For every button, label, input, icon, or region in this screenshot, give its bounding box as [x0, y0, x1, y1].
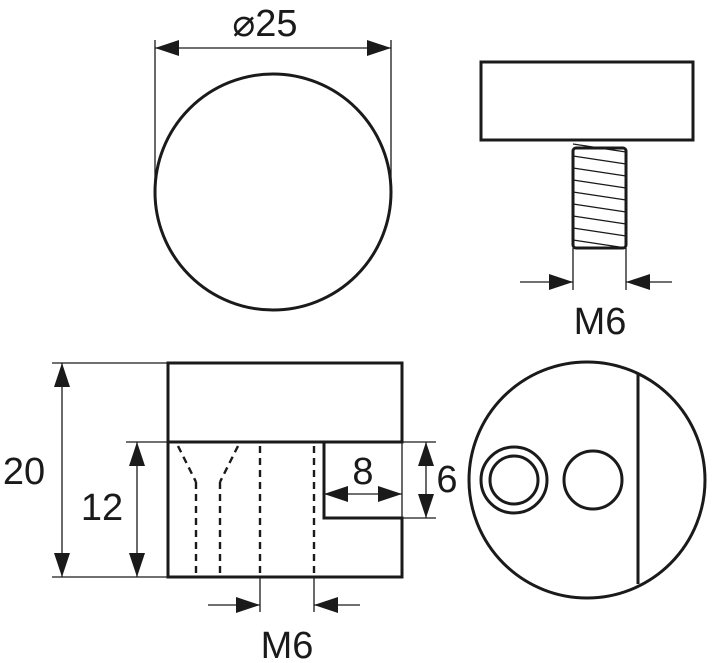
side-view: M6	[479, 60, 695, 343]
height20-label: 20	[3, 451, 45, 493]
height20-arrow-top	[54, 363, 70, 387]
thread-front-arrow-right	[314, 597, 338, 613]
height12-label: 12	[81, 487, 123, 529]
diameter-arrow-right	[367, 40, 391, 56]
thread-front-arrow-left	[236, 597, 260, 613]
bottom-view	[467, 360, 707, 600]
slot8-arrow-right	[378, 486, 402, 502]
diameter-arrow-left	[155, 40, 179, 56]
thread-lines	[572, 143, 627, 249]
countersunk-hole-outer	[479, 445, 549, 515]
knob-top-circle	[153, 72, 393, 312]
diameter-label: ⌀25	[232, 3, 297, 45]
stud-arrow-right	[626, 274, 650, 290]
threaded-hole	[562, 449, 624, 511]
stud-arrow-left	[549, 274, 573, 290]
height12-arrow-top	[129, 442, 145, 466]
hidden-lines	[176, 445, 316, 573]
slot6-arrow-top	[418, 442, 434, 466]
height20-arrow-bottom	[54, 553, 70, 577]
slot8-arrow-left	[324, 486, 348, 502]
slot6-arrow-bottom	[418, 494, 434, 518]
front-upper-block	[166, 361, 404, 444]
countersunk-hole-inner	[488, 454, 540, 506]
stud-thread-label: M6	[574, 301, 627, 343]
slot8-label: 8	[352, 451, 373, 493]
knob-bottom-circle	[467, 360, 707, 600]
knob-head	[479, 60, 695, 142]
front-lower-block	[166, 442, 404, 579]
front-view: 20 12 8 6 M6	[3, 361, 458, 663]
slot6-label: 6	[436, 459, 457, 501]
height12-arrow-bottom	[129, 553, 145, 577]
thread-front-label: M6	[261, 625, 314, 663]
top-view: ⌀25	[153, 3, 393, 312]
